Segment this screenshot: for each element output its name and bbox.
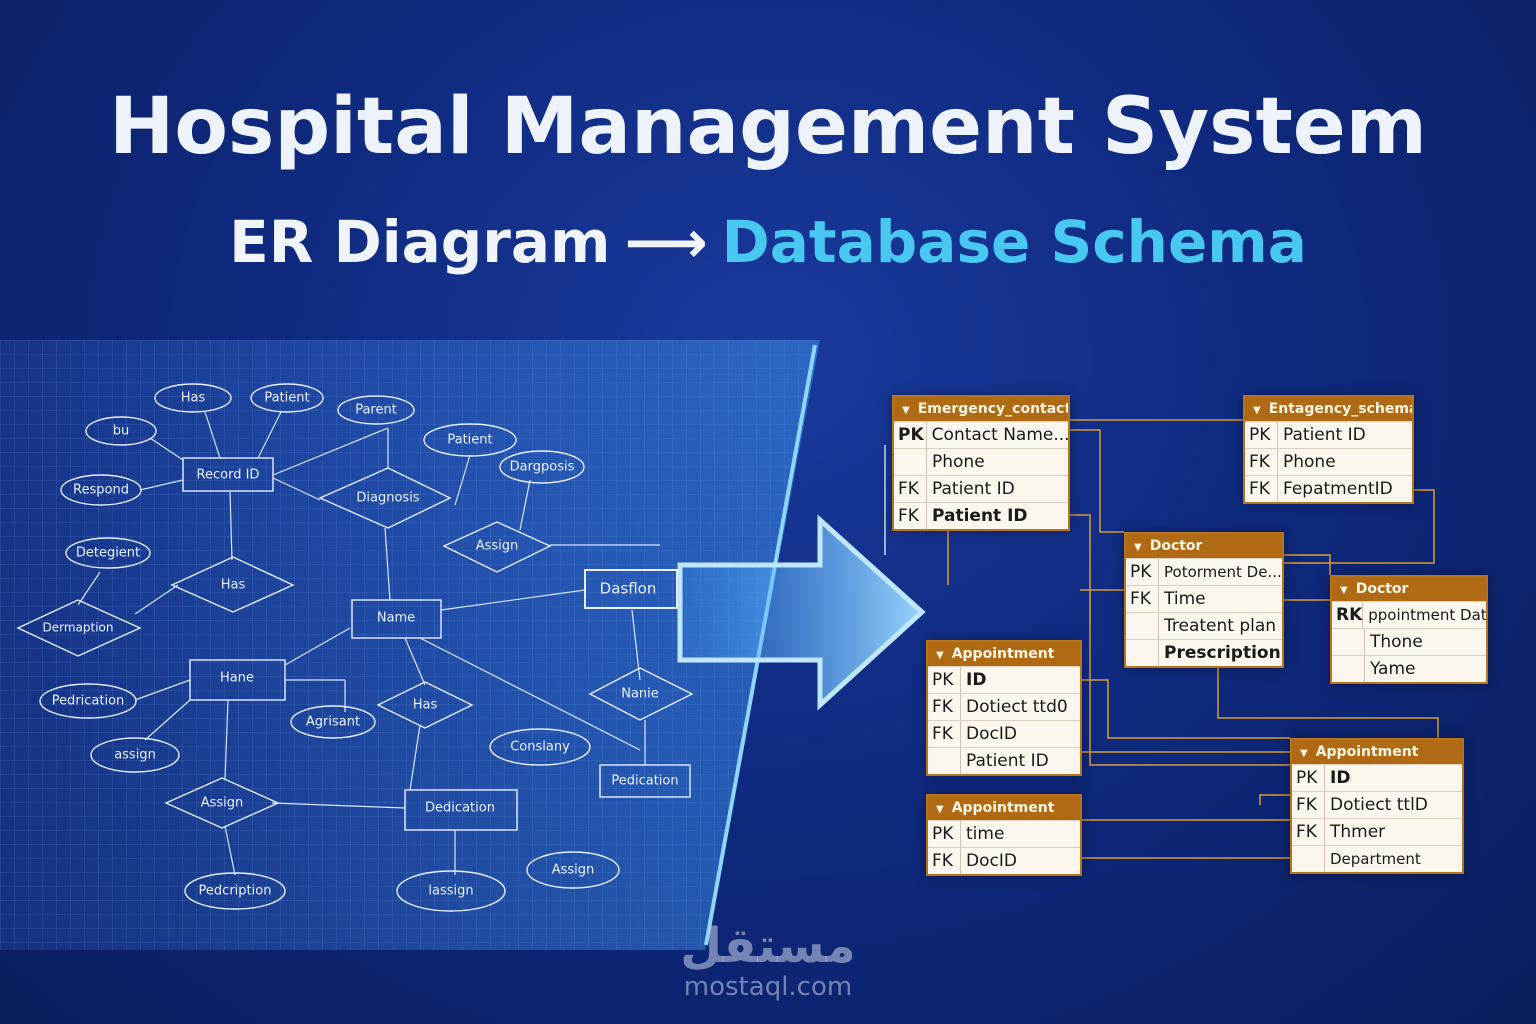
table-row: Phone — [894, 448, 1068, 475]
table-row: Prescription — [1126, 639, 1282, 666]
er-rel-nanie: Nanie — [621, 687, 659, 702]
er-attributes: Has Patient Parent bu Patient Dargposis … — [39, 383, 620, 912]
table-title: Appointment — [951, 646, 1055, 662]
er-attr-has: Has — [181, 391, 206, 406]
page-title: Hospital Management System — [109, 82, 1427, 172]
er-rel-dermaption: Dermaption — [43, 621, 114, 635]
table-title: Emergency_contact — [917, 401, 1068, 417]
er-rel-has-2: Has — [413, 698, 438, 713]
er-attr-pedcription: Pedcription — [199, 884, 272, 899]
er-attr-patient-2: Patient — [447, 433, 492, 448]
er-entity-dasflon: Dasflon — [600, 580, 657, 598]
collapse-triangle-icon: ▼ — [902, 405, 910, 416]
table-row: Department — [1292, 845, 1462, 872]
er-attr-respond: Respond — [73, 483, 129, 498]
er-attr-dargposis: Dargposis — [510, 460, 575, 475]
er-entity-hane: Hane — [220, 671, 254, 686]
er-rel-assign: Assign — [476, 539, 519, 554]
er-attr-conslany: Conslany — [510, 740, 570, 755]
er-attr-patient: Patient — [264, 391, 309, 406]
subtitle-er-diagram: ER Diagram — [229, 208, 611, 276]
collapse-triangle-icon: ▼ — [1134, 542, 1142, 553]
table-row: Treatent plan — [1126, 612, 1282, 639]
er-entity-dedication: Dedication — [425, 801, 495, 816]
er-attr-lassign: lassign — [428, 884, 473, 899]
er-attr-bu: bu — [113, 424, 130, 439]
er-attr-parent: Parent — [355, 403, 397, 418]
subtitle-database-schema: Database Schema — [721, 208, 1307, 276]
table-title: Entagency_schema — [1268, 401, 1412, 417]
transform-arrow-icon — [677, 514, 926, 711]
subtitle-arrow: ⟶ — [624, 208, 708, 276]
collapse-triangle-icon: ▼ — [1253, 405, 1261, 416]
er-attr-assign: assign — [114, 748, 156, 763]
collapse-triangle-icon: ▼ — [936, 804, 944, 815]
er-links — [77, 411, 660, 876]
er-attr-agrisant: Agrisant — [306, 715, 360, 730]
collapse-triangle-icon: ▼ — [1300, 748, 1308, 759]
er-rel-has: Has — [221, 578, 246, 593]
er-rel-diagnosis: Diagnosis — [356, 491, 419, 506]
table-title: Doctor — [1355, 581, 1409, 597]
table-title: Doctor — [1149, 538, 1203, 554]
table-title: Appointment — [1315, 744, 1419, 760]
watermark-domain: mostaql.com — [683, 972, 853, 1002]
er-entities: Record ID Dasflon Name Hane Pedication D… — [182, 457, 691, 831]
table-row: Yame — [1332, 655, 1486, 682]
er-attr-detegient: Detegient — [76, 546, 140, 561]
page-subtitle: ER Diagram⟶Database Schema — [0, 208, 1536, 276]
collapse-triangle-icon: ▼ — [936, 650, 944, 661]
watermark-arabic: مستقل — [680, 918, 856, 974]
er-attr-assign-2: Assign — [552, 863, 595, 878]
er-rel-assign-2: Assign — [201, 796, 244, 811]
er-entity-record-id: Record ID — [197, 468, 260, 483]
er-entity-name: Name — [377, 611, 415, 626]
collapse-triangle-icon: ▼ — [1340, 585, 1348, 596]
er-entity-pedication: Pedication — [611, 774, 678, 789]
table-title: Appointment — [951, 800, 1055, 816]
er-relationships: Diagnosis Assign Has Dermaption Has Nani… — [16, 467, 694, 829]
table-row: Thone — [1332, 628, 1486, 655]
table-row: Patient ID — [928, 747, 1080, 774]
er-attr-pedrication: Pedrication — [52, 694, 125, 709]
